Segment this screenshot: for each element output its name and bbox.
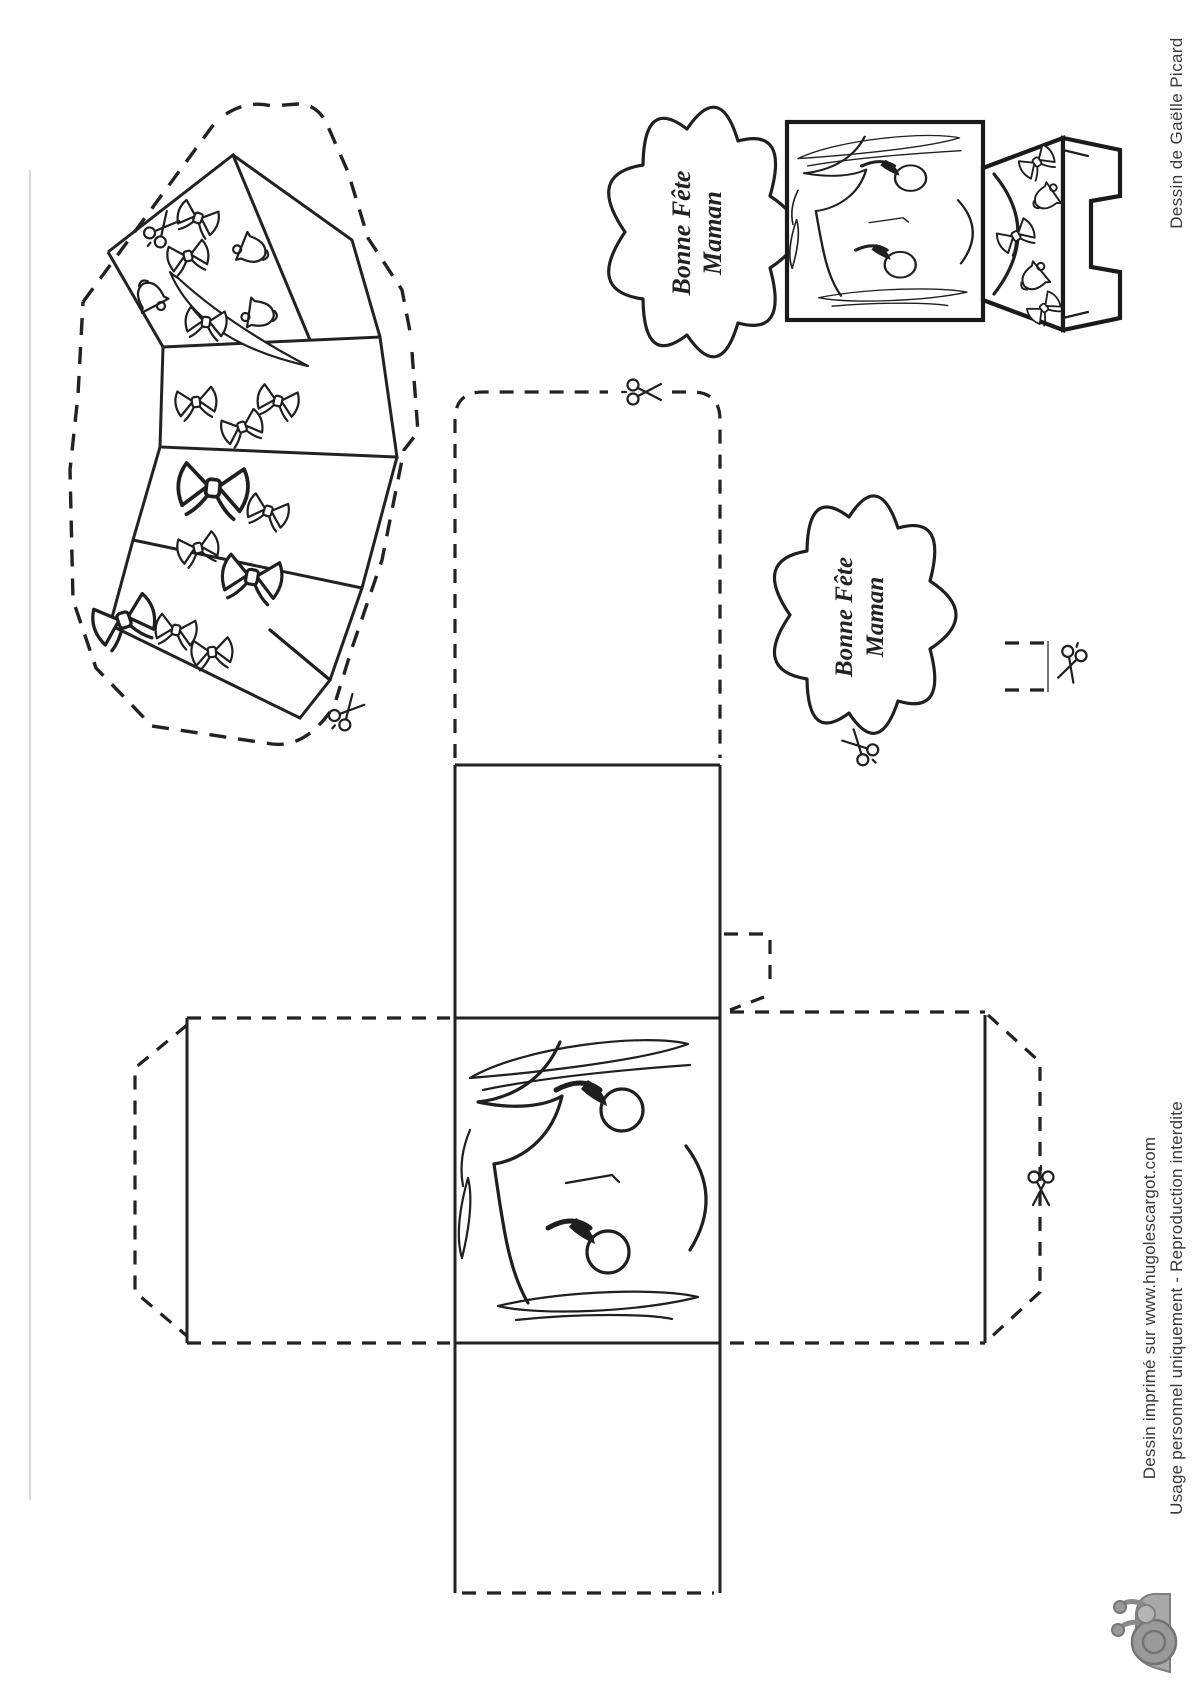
speech-bubble-outline bbox=[607, 105, 799, 359]
bow-decoration bbox=[173, 529, 224, 571]
site-attribution: Dessin imprimé sur www.hugolescargot.com… bbox=[1136, 1101, 1190, 1515]
artist-credit: Dessin de Gaëlle Picard bbox=[1167, 37, 1186, 229]
bubble-line: Maman bbox=[862, 576, 889, 658]
scan-artifact-line bbox=[29, 170, 31, 1500]
bubble-line: Maman bbox=[698, 191, 727, 275]
bubble-line: Bonne Fête bbox=[831, 556, 858, 678]
scissors-icon bbox=[137, 206, 184, 255]
speech-bubble-text-top: Bonne Fête Maman bbox=[666, 171, 728, 296]
figure-head bbox=[784, 119, 986, 323]
printed-on-text: Dessin imprimé sur www.hugolescargot.com bbox=[1140, 1136, 1159, 1480]
figure-feet bbox=[1060, 135, 1123, 333]
scissors-icon bbox=[620, 378, 663, 406]
bow-decoration bbox=[171, 197, 223, 243]
skirt-piece bbox=[68, 102, 420, 747]
bow-decoration bbox=[216, 551, 287, 609]
bow-decoration bbox=[164, 237, 213, 278]
bubble-line: Bonne Fête bbox=[667, 170, 696, 296]
scissors-icon bbox=[1052, 638, 1091, 686]
usage-text: Usage personnel uniquement - Reproductio… bbox=[1167, 1101, 1186, 1515]
cube-net bbox=[133, 378, 1055, 1595]
speech-bubble-outline bbox=[773, 494, 958, 735]
snail-logo bbox=[1111, 1592, 1178, 1674]
bow-decoration bbox=[242, 491, 293, 535]
bow-decoration bbox=[189, 635, 236, 673]
bell-decoration bbox=[238, 295, 281, 333]
middle-cloud-piece bbox=[773, 494, 1091, 773]
bow-decoration bbox=[173, 460, 252, 523]
scissors-icon bbox=[321, 689, 369, 738]
figure-piece bbox=[607, 105, 1123, 359]
bow-decoration bbox=[172, 385, 220, 423]
speech-bubble-text-middle: Bonne Fête Maman bbox=[829, 557, 891, 677]
